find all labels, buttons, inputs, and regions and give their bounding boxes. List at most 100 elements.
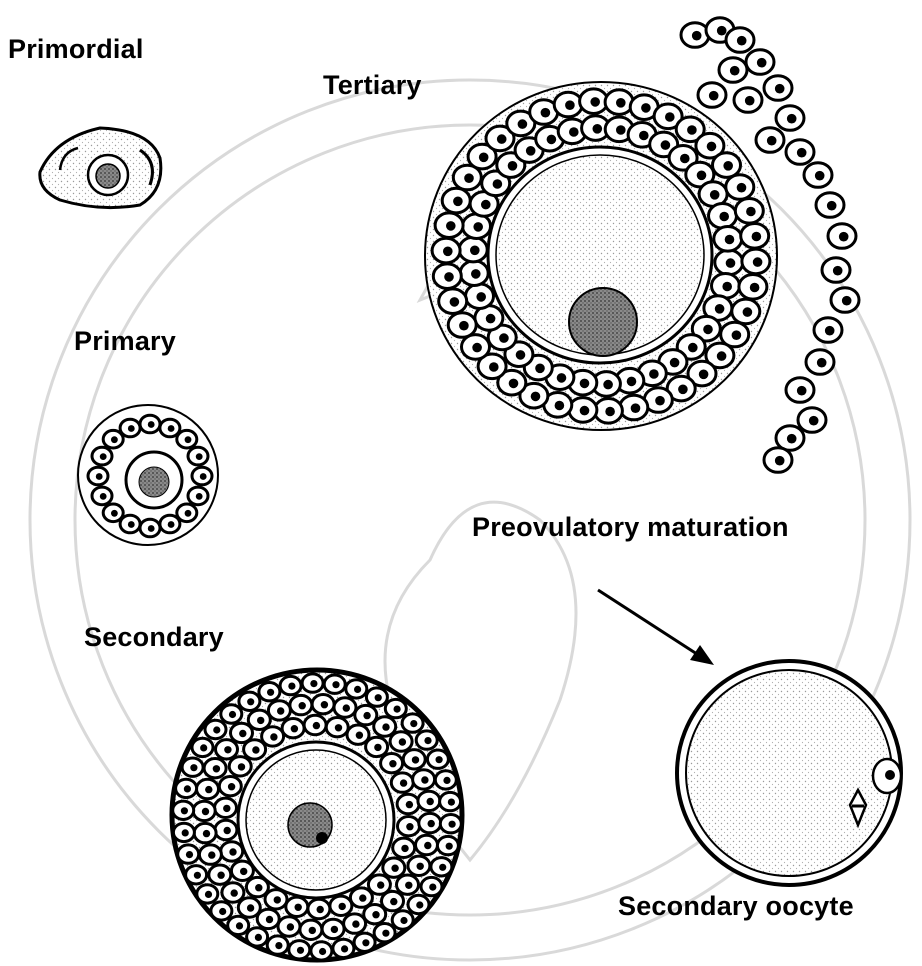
granulosa-cell-nucleus	[688, 343, 698, 353]
granulosa-cell-nucleus	[547, 135, 557, 145]
granulosa-cell-nucleus	[489, 362, 499, 372]
granulosa-cell-nucleus	[390, 898, 397, 905]
granulosa-cell-nucleus	[236, 922, 243, 929]
granulosa-cell-nucleus	[745, 96, 755, 106]
granulosa-cell-nucleus	[377, 881, 384, 888]
granulosa-cell-nucleus	[436, 756, 443, 763]
granulosa-cell-nucleus	[332, 681, 339, 688]
granulosa-cell-nucleus	[224, 746, 231, 753]
granulosa-cell-nucleus	[372, 911, 379, 918]
granulosa-cell-nucleus	[439, 864, 446, 871]
granulosa-cell-nucleus	[382, 723, 389, 730]
granulosa-cell-nucleus	[339, 903, 346, 910]
granulosa-cell-nucleus	[797, 386, 807, 396]
granulosa-cell-nucleus	[213, 726, 220, 733]
granulosa-cell-nucleus	[111, 510, 118, 517]
granulosa-cell-nucleus	[223, 805, 230, 812]
granulosa-cell-nucleus	[509, 379, 519, 389]
granulosa-cell-nucleus	[687, 125, 697, 135]
granulosa-cell-nucleus	[359, 894, 366, 901]
granulosa-cell-nucleus	[710, 190, 720, 200]
granulosa-cell-nucleus	[310, 680, 317, 687]
granulosa-cell-nucleus	[476, 292, 486, 302]
granulosa-cell-nucleus	[661, 140, 671, 150]
granulosa-cell-nucleus	[627, 377, 637, 387]
granulosa-cell-nucleus	[295, 904, 302, 911]
granulosa-cell-nucleus	[449, 821, 456, 828]
label-primary: Primary	[74, 326, 176, 357]
granulosa-cell-nucleus	[833, 266, 843, 276]
granulosa-cell-nucleus	[228, 783, 235, 790]
granulosa-cell-nucleus	[797, 148, 807, 158]
granulosa-cell-nucleus	[274, 896, 281, 903]
granulosa-cell-nucleus	[737, 36, 747, 46]
granulosa-cell-nucleus	[825, 326, 835, 336]
granulosa-cell-nucleus	[508, 161, 518, 171]
granulosa-cell-nucleus	[331, 926, 338, 933]
granulosa-cell-nucleus	[593, 124, 603, 134]
granulosa-cell-nucleus	[427, 798, 434, 805]
granulosa-cell-nucleus	[375, 694, 382, 701]
granulosa-cell-nucleus	[486, 314, 496, 324]
granulosa-cell-nucleus	[356, 732, 363, 739]
granulosa-cell-nucleus	[224, 827, 231, 834]
granulosa-cell-nucleus	[717, 351, 727, 361]
granulosa-cell-nucleus	[297, 947, 304, 954]
granulosa-cell-nucleus	[202, 808, 209, 815]
granulosa-cell-nucleus	[416, 901, 423, 908]
tertiary-follicle	[425, 18, 859, 473]
granulosa-cell-nucleus	[168, 521, 175, 528]
granulosa-cell-nucleus	[703, 325, 713, 335]
granulosa-cell-nucleus	[252, 746, 259, 753]
granulosa-cell-nucleus	[299, 702, 306, 709]
granulosa-cell-nucleus	[526, 146, 536, 156]
granulosa-cell-nucleus	[148, 421, 155, 428]
granulosa-cell-nucleus	[737, 183, 747, 193]
granulosa-cell-nucleus	[641, 103, 651, 113]
granulosa-cell-nucleus	[341, 945, 348, 952]
granulosa-cell-nucleus	[787, 114, 797, 124]
granulosa-cell-nucleus	[842, 296, 852, 306]
granulosa-cell-nucleus	[196, 453, 203, 460]
granulosa-cell-nucleus	[692, 31, 702, 41]
granulosa-cell-nucleus	[185, 436, 192, 443]
granulosa-cell-nucleus	[450, 297, 460, 307]
granulosa-cell-nucleus	[743, 307, 753, 317]
granulosa-cell-nucleus	[446, 221, 456, 231]
granulosa-cell-nucleus	[148, 525, 155, 532]
granulosa-cell-nucleus	[255, 934, 262, 941]
granulosa-cell-nucleus	[111, 436, 118, 443]
granulosa-cell-nucleus	[459, 321, 469, 331]
granulosa-cell-nucleus	[424, 737, 431, 744]
granulosa-cell-nucleus	[410, 720, 417, 727]
granulosa-cell-nucleus	[493, 179, 503, 189]
granulosa-cell-nucleus	[531, 392, 541, 402]
granulosa-cell-nucleus	[266, 916, 273, 923]
label-secondary: Secondary	[84, 622, 224, 653]
granulosa-cell-nucleus	[678, 385, 688, 395]
granulosa-cell-nucleus	[680, 154, 690, 164]
granulosa-cell-nucleus	[775, 84, 785, 94]
granulosa-cell-nucleus	[839, 232, 849, 242]
granulosa-cell-nucleus	[421, 776, 428, 783]
granulosa-cell-nucleus	[535, 364, 545, 374]
granulosa-cell-nucleus	[670, 358, 680, 368]
granulosa-cell-nucleus	[128, 521, 135, 528]
granulosa-cell-nucleus	[185, 510, 192, 517]
granulosa-cell-nucleus	[723, 161, 733, 171]
granulosa-cell-nucleus	[406, 801, 413, 808]
granulosa-cell-nucleus	[448, 799, 455, 806]
granulosa-cell-nucleus	[240, 868, 247, 875]
granulosa-cell-nucleus	[473, 222, 483, 232]
granulosa-cell-nucleus	[321, 701, 328, 708]
granulosa-cell-nucleus	[239, 730, 246, 737]
granulosa-cell-nucleus	[267, 689, 274, 696]
label-primordial: Primordial	[8, 34, 144, 65]
granulosa-cell-nucleus	[557, 373, 567, 383]
granulosa-cell-nucleus	[453, 197, 463, 207]
granulosa-cell-nucleus	[247, 698, 254, 705]
granulosa-cell-nucleus	[96, 473, 103, 480]
granulosa-cell-nucleus	[817, 358, 827, 368]
granulosa-cell-nucleus	[412, 756, 419, 763]
granulosa-cell-nucleus	[809, 416, 819, 426]
